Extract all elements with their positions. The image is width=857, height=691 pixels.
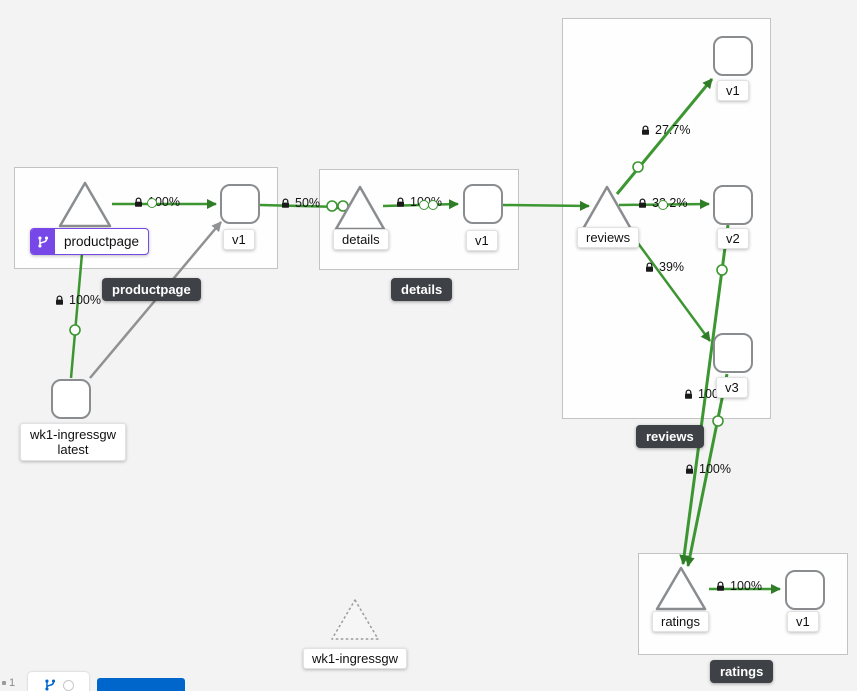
node-label-reviews-v2[interactable]: v2 [717,228,749,249]
service-node-reviews[interactable] [581,185,633,231]
workload-node-wk1-ingressgw[interactable] [51,379,91,419]
idle-service-node-wk1-ingressgw[interactable] [331,599,379,640]
edge-label-reviews-v1[interactable]: 27.7% [640,123,690,137]
mtls-lock-icon [717,580,724,591]
group-badge-details[interactable]: details [391,278,453,301]
traffic-dot [428,200,438,210]
branch-icon [45,679,56,691]
service-node-ratings[interactable] [655,566,707,611]
node-label-productpage-v1[interactable]: v1 [223,229,255,250]
node-label-ratings-service[interactable]: ratings [652,611,710,632]
edge-label-reviews-v3[interactable]: 39% [644,260,684,274]
graph-type-button[interactable] [28,672,89,691]
mtls-lock-icon [686,463,693,474]
group-badge-productpage[interactable]: productpage [102,278,201,301]
node-label-ratings-v1[interactable]: v1 [787,611,819,632]
workload-node-ratings-v1[interactable] [785,570,825,610]
edge-percentage: 39% [659,260,685,274]
edge-reviews-v3-to-ratings[interactable] [684,373,729,567]
zoom-level-fragment: 1 [2,677,15,689]
mtls-lock-icon [135,196,142,207]
node-label-reviews-v1[interactable]: v1 [717,80,749,101]
traffic-dot [147,198,157,208]
workload-node-productpage-v1[interactable] [220,184,260,224]
circle-icon [63,679,74,691]
traffic-dot [712,415,724,427]
edge-percentage: 100% [69,293,101,307]
group-badge-reviews[interactable]: reviews [636,425,704,448]
mtls-lock-icon [646,261,653,272]
edge-percentage: 27.7% [655,123,691,137]
edge-label-ppv1-details[interactable]: 50% [280,196,320,210]
mtls-lock-icon [642,124,649,135]
mtls-lock-icon [56,294,63,305]
edge-percentage: 100% [699,462,731,476]
node-label-idle-service[interactable]: wk1-ingressgw [303,648,407,669]
edge-label-v2-ratings[interactable]: 100% [684,462,731,476]
legend-button[interactable] [97,678,185,691]
edge-ppv1-to-reviews[interactable] [502,200,590,211]
ingress-label-line2: latest [57,442,89,457]
ingress-label-line1: wk1-ingressgw [30,427,116,442]
mtls-lock-icon [282,197,289,208]
tick-icon [2,681,6,685]
node-label-ingress-workload[interactable]: wk1-ingressgw latest [20,423,126,461]
traffic-dot [326,200,338,212]
traffic-dot [716,264,728,276]
virtual-service-badge-icon [31,229,55,254]
mtls-lock-icon [397,196,404,207]
edge-reviews-to-v1[interactable] [615,78,714,195]
edge-percentage: 100% [730,579,762,593]
edge-reviews-v2-to-ratings[interactable] [679,224,730,565]
node-label-text: productpage [64,234,140,249]
edge-ingress-to-productpage[interactable] [69,230,89,379]
node-label-reviews-service[interactable]: reviews [577,227,640,248]
edge-percentage: 50% [295,196,321,210]
workload-node-reviews-v3[interactable] [713,333,753,373]
edge-label-ratings-v1[interactable]: 100% [715,579,762,593]
workload-node-reviews-v1[interactable] [713,36,753,76]
traffic-dot [632,161,644,173]
mtls-lock-icon [685,388,692,399]
workload-node-details-v1[interactable] [463,184,503,224]
zoom-level-text: 1 [9,677,16,689]
node-label-details-v1[interactable]: v1 [466,230,498,251]
workload-node-reviews-v2[interactable] [713,185,753,225]
edge-label-ingress-productpage[interactable]: 100% [54,293,101,307]
traffic-dot [658,200,668,210]
node-label-reviews-v3[interactable]: v3 [716,377,748,398]
mtls-lock-icon [639,197,646,208]
service-node-productpage[interactable] [58,181,112,228]
group-badge-ratings[interactable]: ratings [710,660,774,683]
node-label-details-service[interactable]: details [333,229,389,250]
node-label-productpage-service[interactable]: productpage [30,228,150,255]
traffic-dot [69,324,81,336]
